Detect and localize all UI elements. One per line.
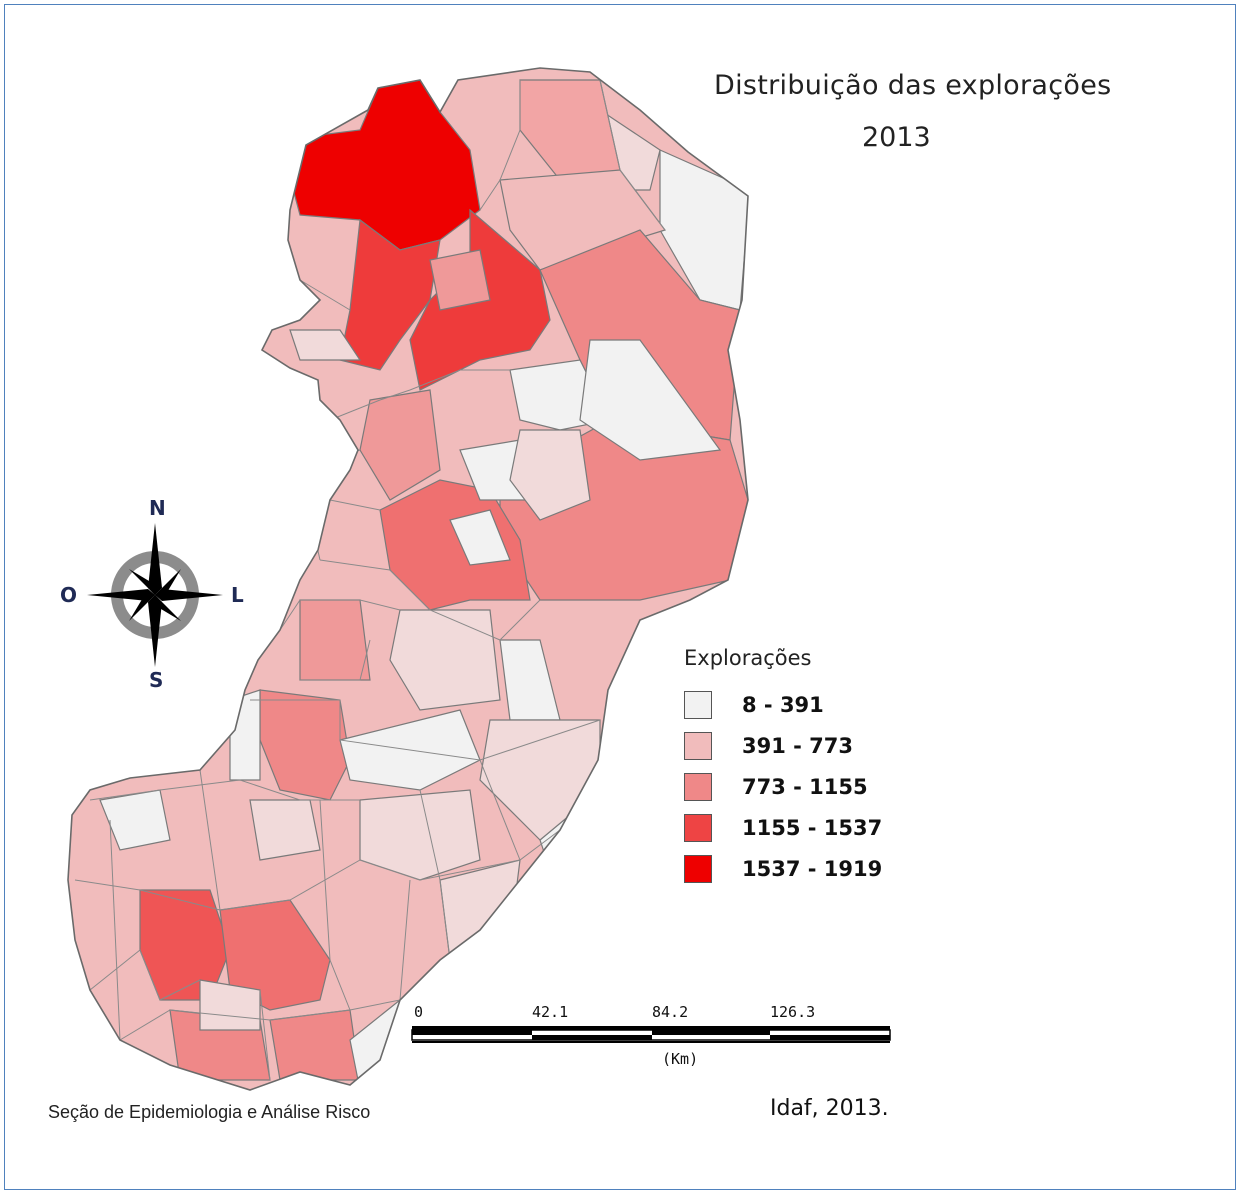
scale-tick-3: 126.3	[770, 1003, 816, 1021]
region-nw-mid	[359, 389, 441, 501]
map-title: Distribuição das explorações	[714, 70, 1112, 101]
scale-seg-1a	[412, 1030, 532, 1035]
scale-unit: (Km)	[662, 1050, 699, 1068]
scale-seg-2b	[770, 1035, 890, 1040]
legend-swatch-4	[684, 813, 712, 842]
compass-west-arrow	[87, 589, 155, 601]
scale-top-line	[412, 1026, 890, 1030]
compass-east-label: L	[231, 583, 244, 607]
region-light-2	[389, 609, 501, 711]
region-north-mid	[429, 249, 491, 311]
map-year: 2013	[862, 122, 931, 153]
legend-item: 8 - 391	[684, 684, 882, 725]
legend-label-3: 773 - 1155	[742, 774, 868, 799]
legend-label-5: 1537 - 1919	[742, 856, 883, 881]
region-white-2	[579, 339, 722, 461]
compass-diag-nw	[129, 569, 159, 595]
scale-tick-0: 0	[414, 1003, 424, 1021]
region-white-5	[229, 689, 261, 781]
compass-diag-ne	[155, 569, 181, 599]
legend-label-4: 1155 - 1537	[742, 815, 883, 840]
region-borders	[74, 79, 666, 1081]
legend-swatch-2	[684, 731, 712, 760]
region-light-4	[359, 789, 481, 881]
legend-swatch-5	[684, 854, 712, 883]
source-note: Idaf, 2013.	[770, 1096, 889, 1121]
region-light-6	[249, 799, 321, 861]
credit-note: Seção de Epidemiologia e Análise Risco	[48, 1102, 371, 1122]
scale-tick-1: 42.1	[532, 1003, 569, 1021]
legend-item: 1155 - 1537	[684, 807, 882, 848]
legend-swatch-1	[684, 690, 712, 719]
compass-diag-sw	[129, 591, 155, 621]
compass-south-label: S	[149, 668, 163, 692]
legend-label-1: 8 - 391	[742, 692, 824, 717]
compass-diag-se	[151, 595, 181, 621]
region-light-8	[289, 329, 362, 361]
scale-bar	[411, 1026, 891, 1043]
compass-north-arrow	[148, 523, 162, 595]
region-north-high-1	[339, 218, 441, 371]
scale-tick-2: 84.2	[652, 1003, 689, 1021]
compass-east-arrow	[155, 589, 223, 601]
region-west-mid-2	[299, 599, 371, 681]
region-south-4	[269, 1009, 361, 1081]
legend-item: 1537 - 1919	[684, 848, 882, 889]
legend-swatch-3	[684, 772, 712, 801]
compass-rose: N S O L	[60, 496, 244, 692]
compass-north-label: N	[149, 496, 166, 520]
legend: Explorações 8 - 391 391 - 773 773 - 1155…	[684, 646, 882, 889]
legend-item: 773 - 1155	[684, 766, 882, 807]
legend-label-2: 391 - 773	[742, 733, 854, 758]
compass-west-label: O	[60, 583, 77, 607]
region-center-hole	[449, 509, 511, 566]
scale-seg-2a	[652, 1030, 770, 1035]
legend-title: Explorações	[684, 646, 812, 670]
legend-item: 391 - 773	[684, 725, 882, 766]
region-light-1	[509, 429, 591, 521]
scale-seg-1b	[532, 1035, 652, 1040]
compass-south-arrow	[148, 595, 162, 667]
